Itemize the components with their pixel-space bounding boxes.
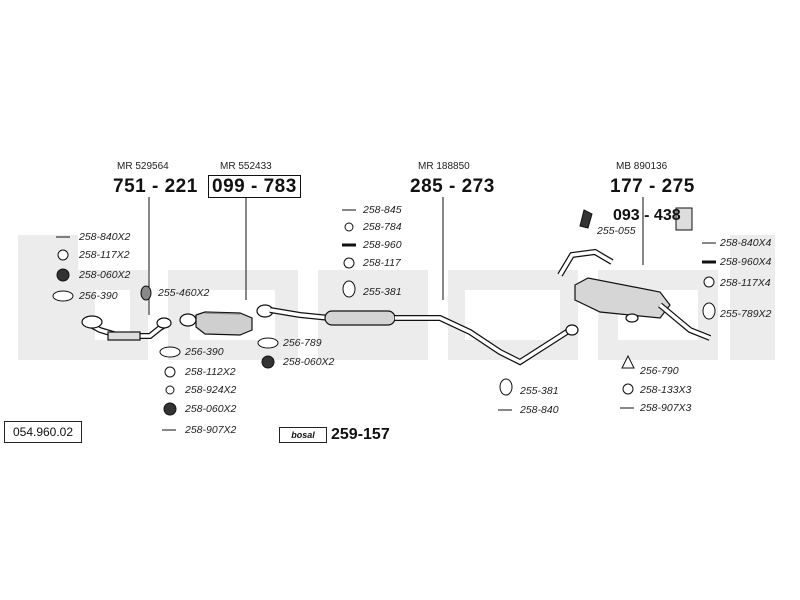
- assembly-ref: MR 188850: [418, 161, 470, 172]
- hanger-icon: [579, 209, 593, 229]
- part-label: 255-381: [363, 286, 402, 298]
- nut-icon: [163, 402, 177, 416]
- washer-icon: [343, 257, 355, 269]
- part-label: 258-133X3: [640, 384, 692, 396]
- clamp-icon: [621, 354, 635, 369]
- middle-pipe: [256, 304, 579, 366]
- part-label: 258-840X2: [79, 231, 131, 243]
- nut-icon: [261, 355, 275, 369]
- catalog-number: 054.960.02: [4, 421, 82, 443]
- part-label: 258-907X2: [185, 424, 237, 436]
- part-label: 255-381: [520, 385, 559, 397]
- part-label: 258-960: [363, 239, 402, 251]
- spring-icon: [165, 385, 175, 395]
- assembly-ref: MB 890136: [616, 161, 668, 172]
- part-label: 258-907X3: [640, 402, 692, 414]
- part-label: 258-060X2: [185, 403, 237, 415]
- assembly-ref: MR 552433: [220, 161, 272, 172]
- part-label: 255-055: [597, 225, 636, 237]
- rear-silencer: [557, 248, 712, 341]
- catalytic-converter: [179, 311, 253, 336]
- gasket-icon: [159, 346, 181, 358]
- part-label: 258-960X4: [720, 256, 772, 268]
- rubber-mount-icon: [342, 280, 356, 298]
- part-label: 258-784: [363, 221, 402, 233]
- washer-icon: [703, 276, 715, 288]
- brand-logo: bosal: [279, 427, 327, 443]
- front-pipe: [81, 315, 172, 341]
- washer-icon: [622, 383, 634, 395]
- washer-icon: [344, 222, 354, 232]
- gasket-icon: [257, 337, 279, 349]
- part-label: 258-840: [520, 404, 559, 416]
- hanger-part-number: 093 - 438: [613, 207, 681, 224]
- assembly-ref: MR 529564: [117, 161, 169, 172]
- part-label: 258-117X4: [720, 277, 771, 289]
- assembly-part-number: 177 - 275: [610, 176, 695, 197]
- part-label: 258-117X2: [79, 249, 130, 261]
- part-label: 258-924X2: [185, 384, 237, 396]
- part-label: 258-060X2: [79, 269, 131, 281]
- washer-icon: [164, 366, 176, 378]
- assembly-part-number: 285 - 273: [410, 176, 495, 197]
- clamp-icon: [140, 285, 152, 301]
- bracket-icon: [675, 207, 693, 231]
- part-label: 258-845: [363, 204, 402, 216]
- assembly-part-number: 751 - 221: [113, 176, 198, 197]
- gasket-icon: [52, 290, 74, 302]
- nut-icon: [56, 268, 70, 282]
- washer-icon: [57, 249, 69, 261]
- part-label: 258-112X2: [185, 366, 236, 378]
- mounting-kit-number: 259-157: [331, 426, 390, 443]
- rubber-mount-icon: [702, 302, 716, 320]
- part-label: 255-789X2: [720, 308, 772, 320]
- part-label: 256-390: [185, 346, 224, 358]
- part-label: 256-789: [283, 337, 322, 349]
- part-label: 256-790: [640, 365, 679, 377]
- assembly-part-number: 099 - 783: [208, 175, 301, 198]
- part-label: 256-390: [79, 290, 118, 302]
- part-label: 258-840X4: [720, 237, 772, 249]
- part-label: 258-060X2: [283, 356, 335, 368]
- part-label: 258-117: [363, 257, 401, 269]
- rubber-mount-icon: [499, 378, 513, 396]
- part-label: 255-460X2: [158, 287, 210, 299]
